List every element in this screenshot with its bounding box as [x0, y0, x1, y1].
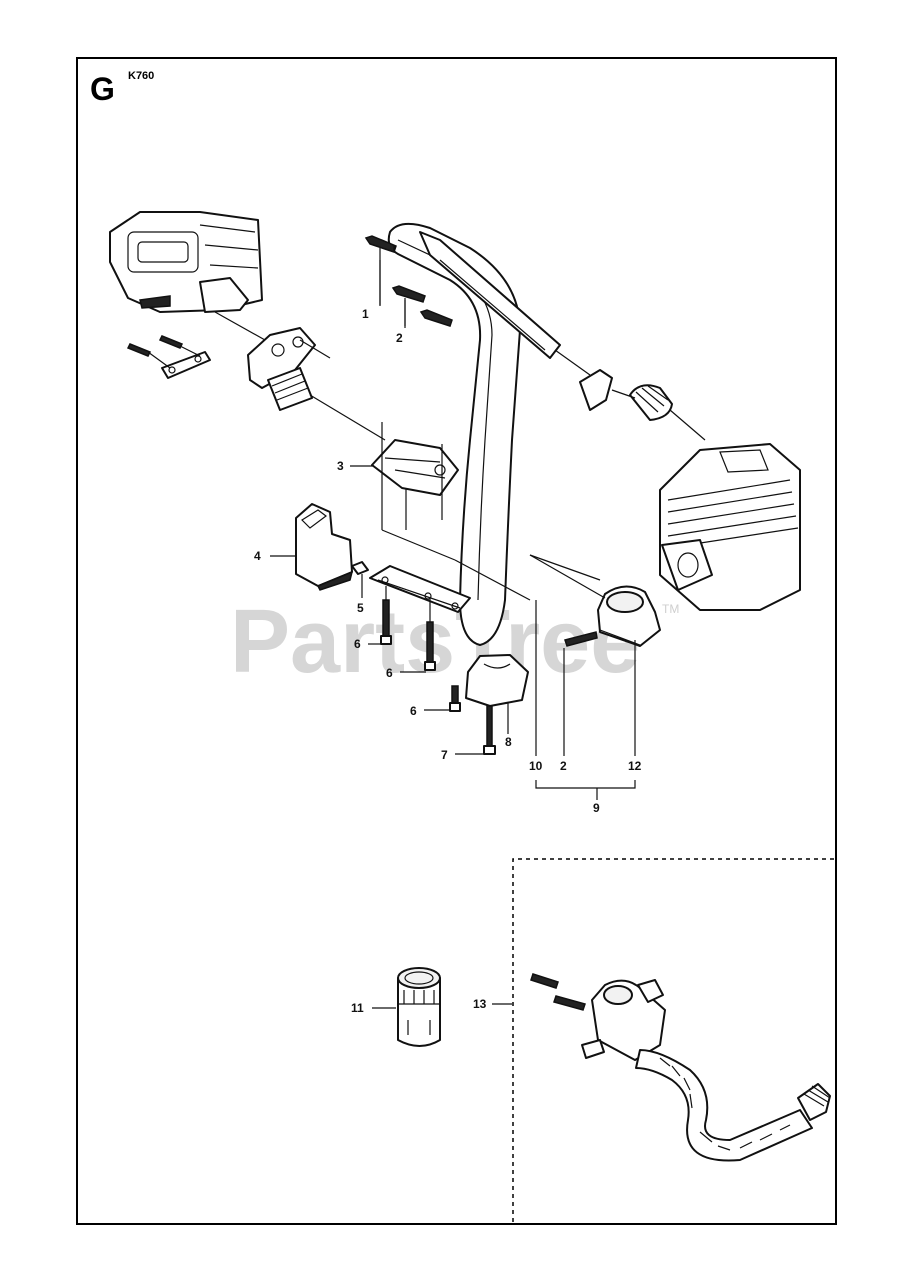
part-12-cup [529, 554, 661, 647]
callout-6-a: 6 [354, 637, 361, 651]
part-13-valve-hose [492, 973, 831, 1162]
callout-labels: 1 2 3 4 5 6 6 6 7 8 10 2 12 9 11 13 [254, 307, 642, 1015]
handle-bar [387, 222, 561, 646]
callout-6-c: 6 [410, 704, 417, 718]
callout-leaders [270, 260, 636, 800]
callout-12: 12 [628, 759, 642, 773]
callout-13: 13 [473, 997, 487, 1011]
part-3-bracket [371, 422, 459, 530]
callout-10: 10 [529, 759, 543, 773]
callout-7: 7 [441, 748, 448, 762]
callout-5: 5 [357, 601, 364, 615]
callout-9: 9 [593, 801, 600, 815]
part-8-block [465, 654, 529, 707]
model-name: K760 [128, 70, 154, 82]
section-letter: G [90, 71, 115, 107]
callout-2-top: 2 [396, 331, 403, 345]
diagram-frame [76, 57, 837, 1225]
callout-3: 3 [337, 459, 344, 473]
callout-1: 1 [362, 307, 369, 321]
part-5-plate [351, 529, 601, 613]
dashed-inset-frame [512, 858, 835, 1222]
bottom-screws [380, 586, 496, 755]
left-av-mount [214, 311, 386, 441]
callout-8: 8 [505, 735, 512, 749]
right-av-spring [554, 349, 706, 441]
callout-6-b: 6 [386, 666, 393, 680]
callout-4: 4 [254, 549, 261, 563]
part-11-nut [372, 967, 441, 1047]
callout-11: 11 [351, 1001, 364, 1015]
cylinder [659, 443, 801, 611]
left-bracket-assembly [126, 335, 211, 379]
watermark-tm: TM [662, 602, 679, 616]
engine-housing-left [109, 211, 263, 313]
part-4-buffer [295, 503, 354, 591]
callout-2-bottom: 2 [560, 759, 567, 773]
